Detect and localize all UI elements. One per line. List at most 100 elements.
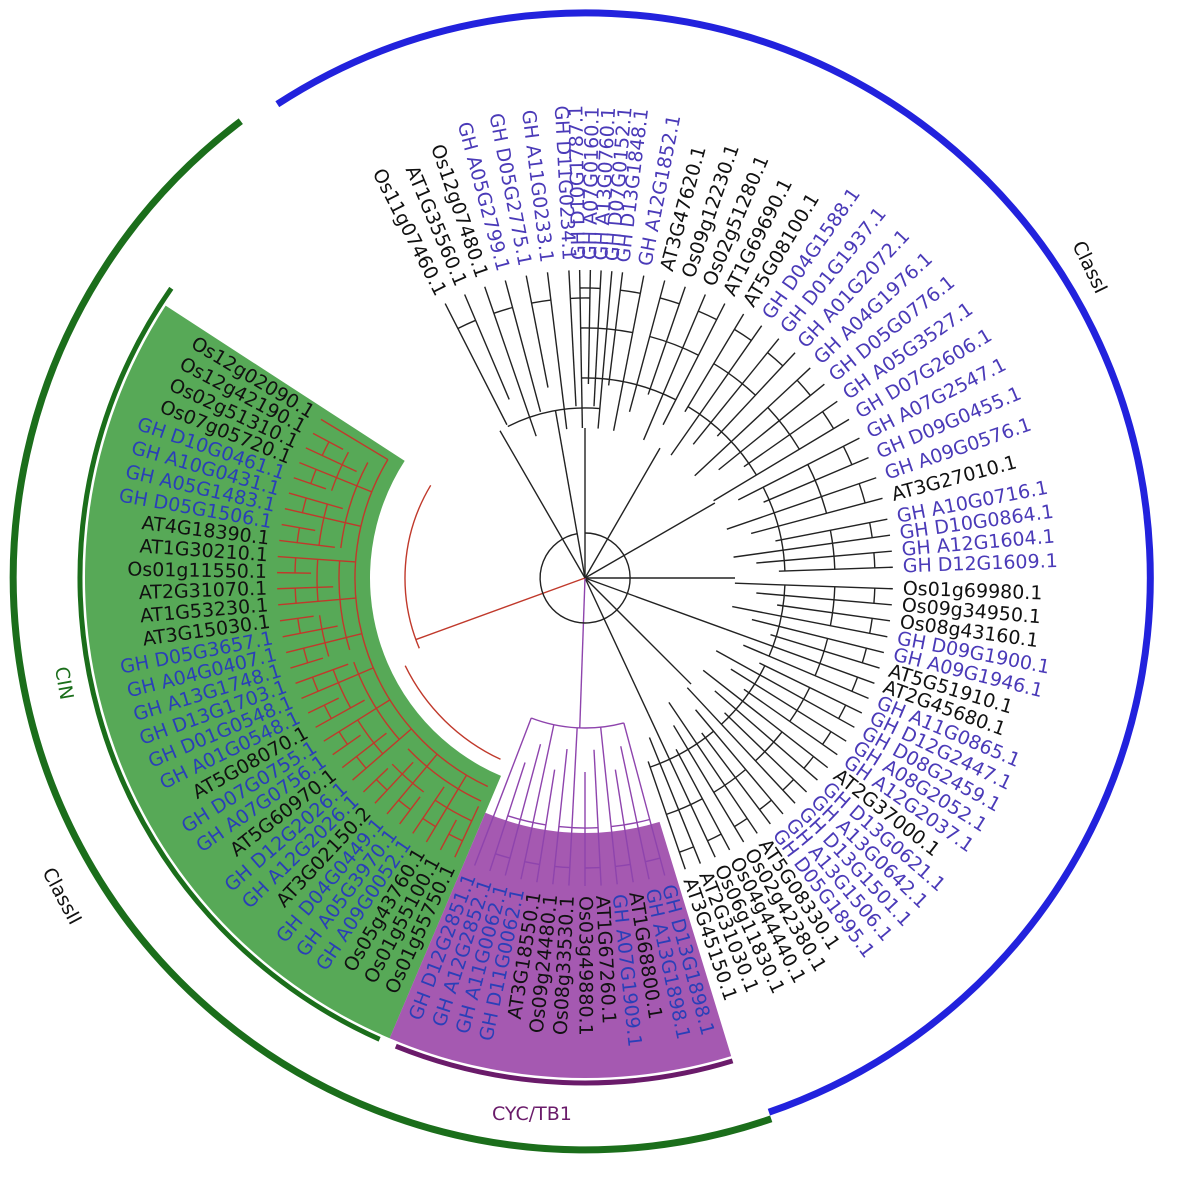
clade-arc (448, 833, 463, 842)
leaf-label: GH A07G0160.1 (579, 106, 604, 260)
clade-arc (493, 306, 513, 314)
branch (763, 457, 869, 503)
root-branch (499, 430, 586, 579)
clade-arc (666, 798, 703, 816)
clade-arc (316, 559, 319, 602)
branch (714, 690, 818, 781)
clade-arc (734, 817, 748, 828)
clade-arc (296, 527, 301, 543)
clade-arc (645, 857, 661, 863)
clade-sectors (85, 305, 732, 1078)
clade-arc (842, 445, 853, 465)
branch (536, 769, 556, 883)
clade-arc (782, 779, 795, 791)
clade-arc (301, 497, 307, 513)
branch (662, 303, 726, 426)
branch (694, 367, 811, 477)
clade-arc (391, 763, 425, 793)
branch (279, 615, 314, 622)
clade-arc (869, 522, 873, 538)
branch (713, 418, 850, 502)
clade-arc (375, 779, 388, 791)
branch (295, 663, 349, 685)
cyc-arc (394, 1043, 734, 1086)
branch (587, 270, 592, 385)
clade-arc (354, 459, 489, 788)
leaf-label: GH D12G1609.1 (902, 550, 1058, 577)
root-branch (584, 447, 661, 579)
branch (672, 725, 745, 843)
clade-arc (311, 676, 319, 692)
branch (320, 418, 389, 461)
clade-arc (814, 638, 829, 676)
clade-arc (698, 310, 718, 321)
class-arcs (9, 9, 1154, 1154)
clade-arc (530, 717, 624, 729)
branch (593, 270, 602, 407)
clade-arc (338, 731, 348, 745)
branch (733, 534, 891, 558)
branch (725, 628, 875, 685)
branch (724, 712, 808, 793)
leaf-label: GH D10G1787.1 (565, 105, 590, 260)
clade-arc (659, 297, 680, 305)
branch (597, 271, 613, 429)
clade-arc (615, 863, 631, 868)
branch (607, 272, 624, 386)
branch (425, 774, 468, 843)
branch (352, 728, 412, 781)
branch (288, 492, 343, 510)
branch (695, 709, 784, 815)
branch (670, 325, 763, 456)
branch (315, 699, 365, 728)
clade-arc (404, 665, 501, 760)
clade-arc (294, 557, 297, 573)
branch (718, 383, 825, 471)
clade-arc (531, 299, 551, 304)
branch (552, 748, 568, 885)
clade-arc (357, 719, 384, 755)
branch (341, 732, 387, 769)
branch (730, 668, 847, 742)
branch (751, 618, 885, 654)
clade-arc (869, 618, 873, 634)
branch (279, 539, 335, 548)
clade-arc (398, 799, 411, 811)
branch (743, 644, 869, 699)
clade-arc (873, 588, 876, 604)
clade-arc (310, 469, 317, 484)
clade-arc (294, 588, 297, 604)
root-branch (584, 577, 650, 715)
branch (675, 748, 731, 851)
branch (756, 550, 892, 564)
branch (444, 303, 508, 426)
clade-arc (649, 730, 715, 768)
branch (686, 687, 796, 804)
leaf-label: Os03g49880.1 (575, 896, 597, 1036)
branch (277, 555, 356, 563)
clade-arc (762, 486, 786, 572)
clade-arc (796, 379, 811, 396)
clade-arc (858, 483, 866, 504)
clade-arc (759, 799, 772, 811)
clade-arc (404, 484, 432, 649)
clade-arc (332, 669, 352, 709)
branch (593, 749, 602, 886)
clade-arc (321, 441, 330, 456)
clade-arc (803, 756, 815, 769)
clade-arc (338, 560, 351, 651)
clade-arc (318, 615, 330, 657)
branch (399, 796, 421, 825)
branch (756, 592, 892, 606)
tree-branches (277, 270, 893, 886)
root-branch (579, 577, 586, 728)
clade-arc (734, 328, 752, 341)
clade-arc (302, 648, 309, 664)
branch (715, 650, 855, 728)
branch (668, 701, 758, 834)
branch (726, 477, 877, 530)
clade-arc (558, 825, 599, 829)
branch (412, 786, 445, 834)
clade-arc (767, 352, 784, 367)
